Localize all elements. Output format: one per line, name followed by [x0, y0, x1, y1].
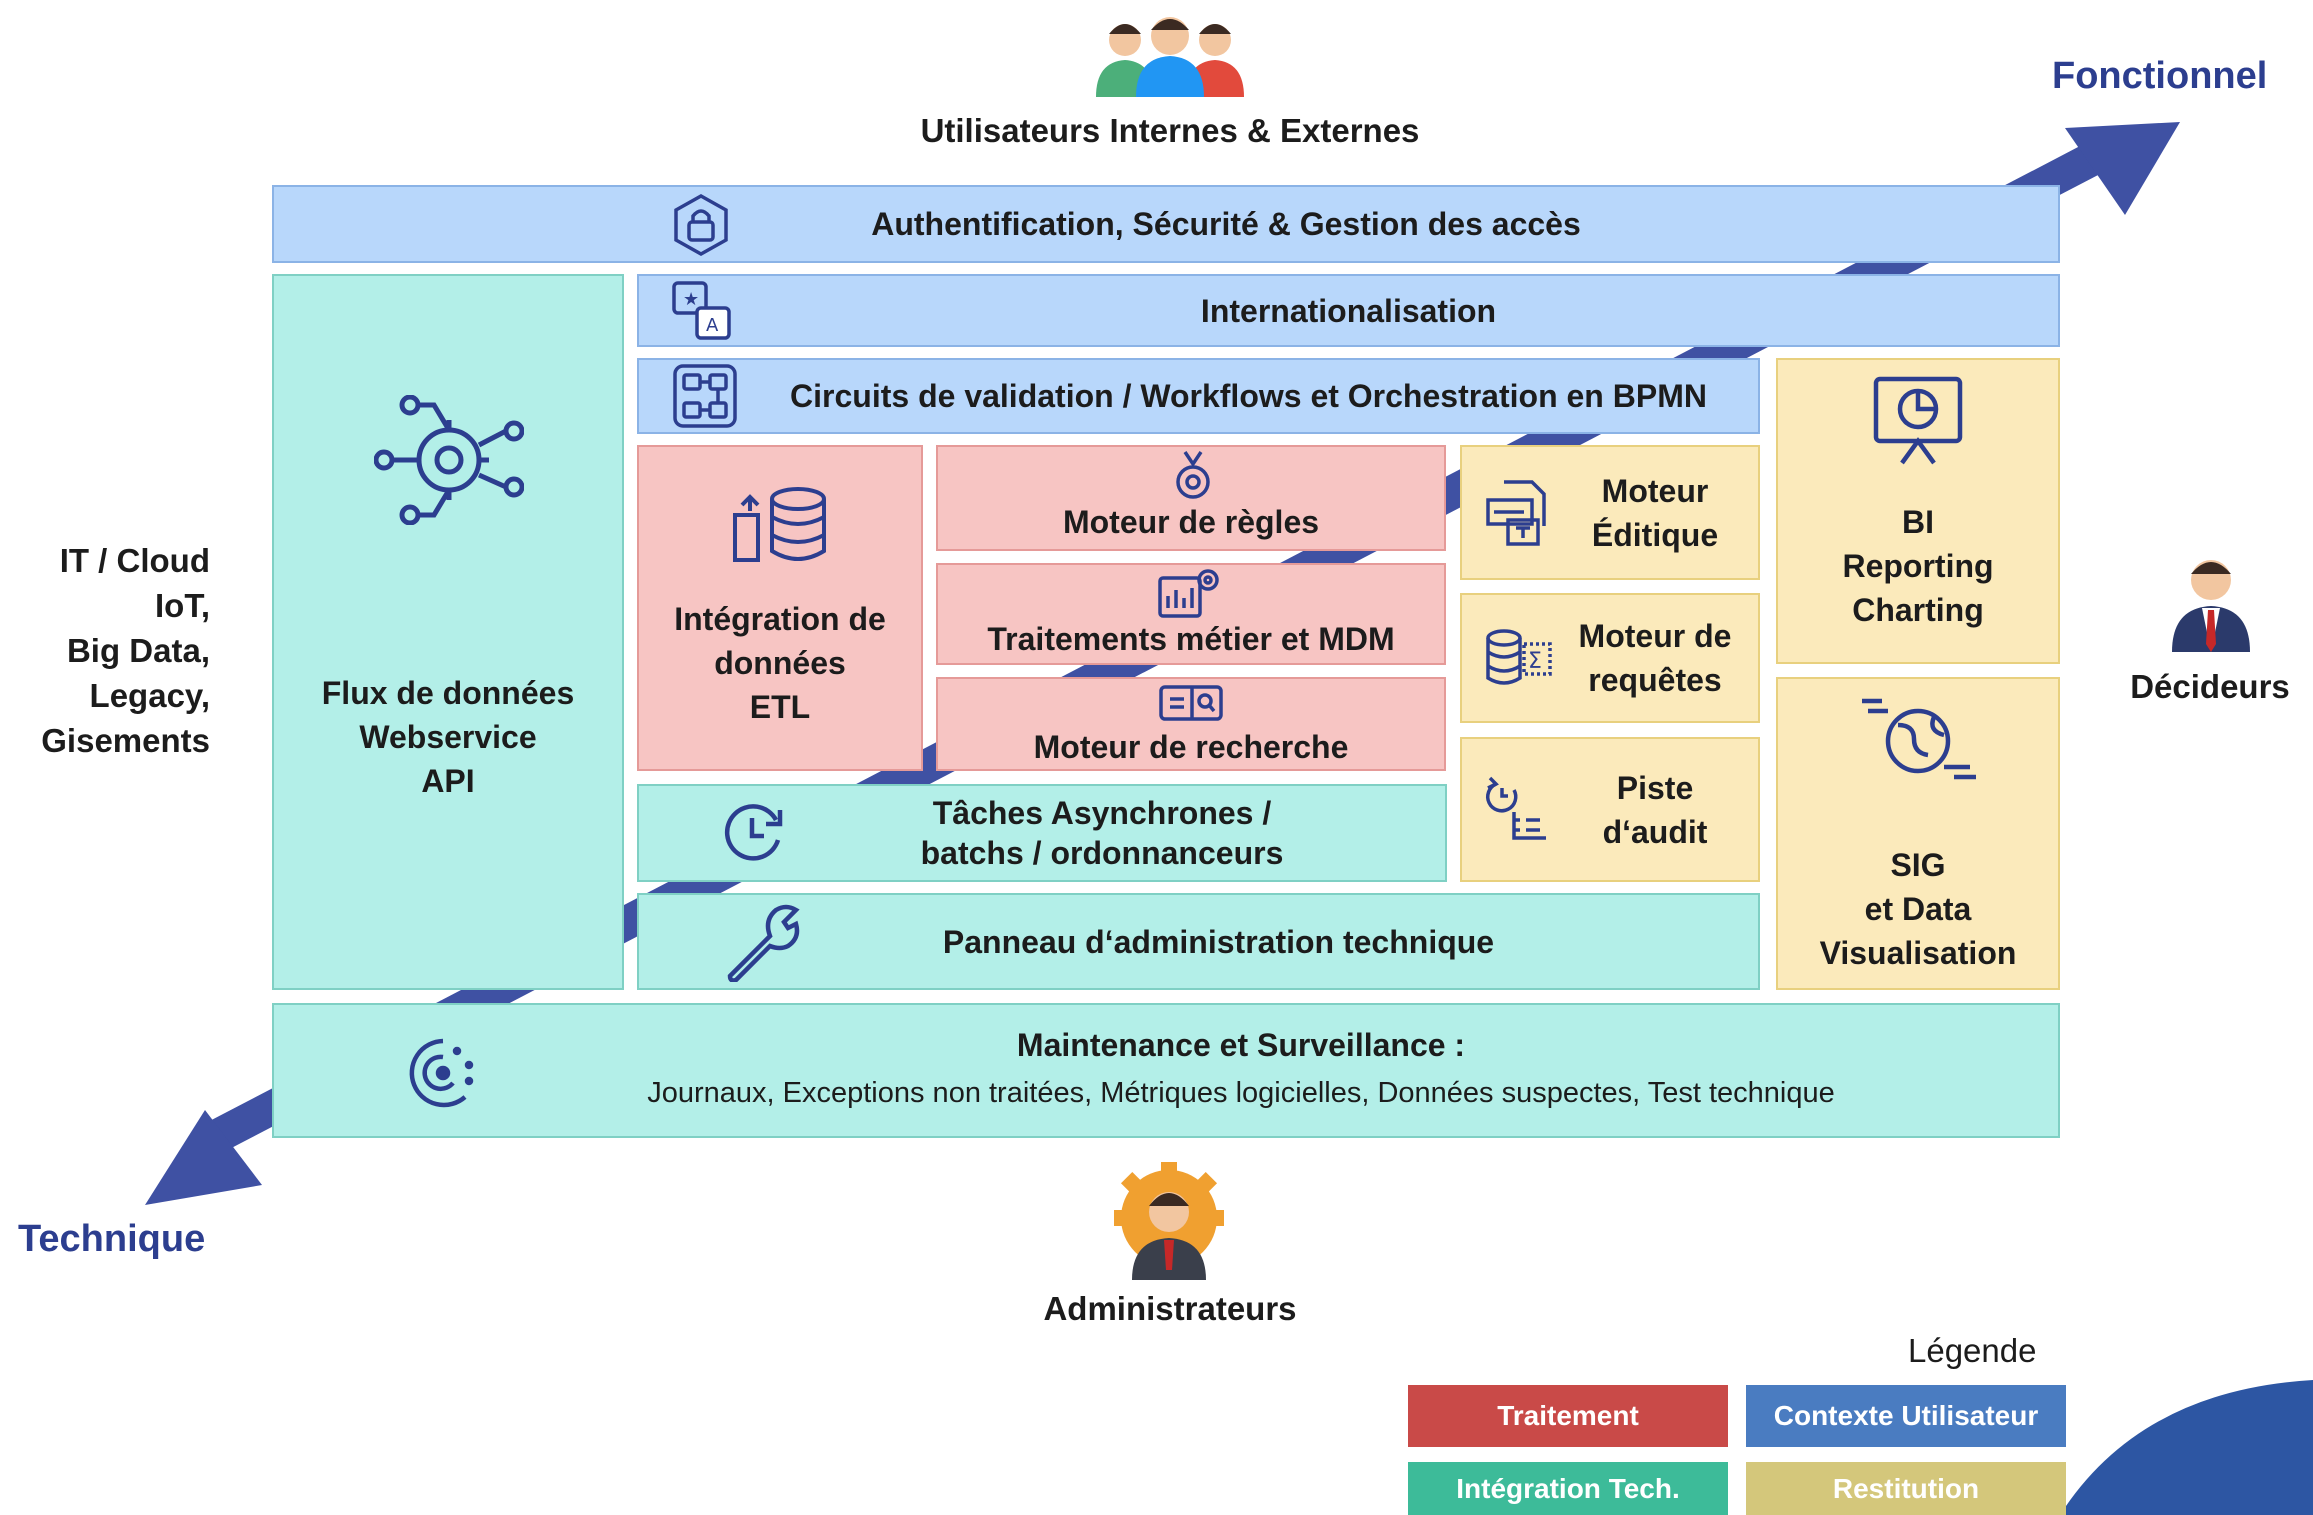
- block-maintenance-detail: Journaux, Exceptions non traitées, Métri…: [647, 1076, 1835, 1109]
- legend-traitement: Traitement: [1408, 1385, 1728, 1447]
- block-query-engine-line: Moteur de: [1578, 618, 1732, 654]
- svg-text:A: A: [706, 315, 719, 336]
- business-chart-icon: [1156, 568, 1222, 620]
- block-business-mdm: Traitements métier et MDM: [936, 563, 1446, 665]
- block-bi-reporting-line: Charting: [1852, 592, 1984, 628]
- actor-decision-makers-label: Décideurs: [2130, 668, 2290, 705]
- source-item: IoT,: [155, 587, 210, 624]
- block-async-tasks-text: Tâches Asynchrones / batchs / ordonnance…: [921, 793, 1284, 873]
- block-internationalisation: Internationalisation: [637, 274, 2060, 347]
- block-audit-trail-line: d‘audit: [1602, 813, 1708, 850]
- svg-text:★: ★: [683, 289, 699, 310]
- source-item: Gisements: [41, 722, 210, 759]
- source-item: Legacy,: [89, 677, 210, 714]
- block-workflow: Circuits de validation / Workflows et Or…: [637, 358, 1760, 434]
- legend-tech-integration: Intégration Tech.: [1408, 1462, 1728, 1515]
- block-authentication: Authentification, Sécurité & Gestion des…: [272, 185, 2060, 263]
- actor-admins-label: Administrateurs: [1043, 1290, 1297, 1327]
- source-item: Big Data,: [66, 632, 210, 669]
- block-etl-text: Intégration de données ETL: [674, 597, 886, 729]
- axis-label-functional: Fonctionnel: [2052, 55, 2268, 97]
- block-editique-line: Éditique: [1591, 516, 1719, 553]
- block-editique-line: Moteur: [1601, 472, 1709, 509]
- block-bi-reporting-line: Reporting: [1842, 548, 1994, 584]
- translate-icon: ★ A: [671, 280, 733, 342]
- block-bi-reporting-line: BI: [1902, 504, 1934, 540]
- decision-maker-icon: [2168, 552, 2254, 652]
- block-etl-line: ETL: [749, 689, 811, 725]
- search-box-icon: [1158, 684, 1224, 722]
- block-gis-dataviz: SIG et Data Visualisation: [1776, 677, 2060, 990]
- block-gis-dataviz-line: et Data: [1864, 890, 1972, 927]
- block-query-engine-line: requêtes: [1588, 662, 1722, 698]
- block-async-tasks-line: Tâches Asynchrones /: [932, 795, 1272, 831]
- admin-gear-icon: [1104, 1160, 1234, 1280]
- block-admin-panel-label: Panneau d‘administration technique: [942, 923, 1495, 960]
- block-editique-text: Moteur Éditique: [1592, 469, 1718, 557]
- block-authentication-label: Authentification, Sécurité & Gestion des…: [871, 206, 1581, 242]
- block-audit-trail-text: Piste d‘audit: [1603, 766, 1708, 854]
- block-audit-trail-line: Piste: [1616, 769, 1694, 806]
- workflow-icon: [672, 363, 738, 429]
- wrench-icon: [722, 902, 802, 982]
- presentation-chart-icon: [1872, 375, 1964, 467]
- database-import-icon: [730, 485, 830, 565]
- block-maintenance-text: Maintenance et Surveillance : Journaux, …: [647, 1023, 1835, 1119]
- block-data-flow-line: Flux de données: [321, 675, 575, 711]
- legend-restitution: Restitution: [1746, 1462, 2066, 1515]
- corner-decoration: [2060, 1380, 2313, 1515]
- block-etl-line: données: [714, 645, 846, 681]
- block-gis-dataviz-line: SIG: [1890, 846, 1946, 883]
- lock-gear-icon: [670, 192, 732, 258]
- database-sum-icon: Σ: [1484, 628, 1554, 688]
- block-search-engine-label: Moteur de recherche: [1033, 729, 1349, 765]
- block-internationalisation-label: Internationalisation: [1200, 292, 1497, 329]
- users-icon: [1090, 12, 1250, 97]
- block-workflow-label: Circuits de validation / Workflows et Or…: [790, 378, 1707, 414]
- document-print-icon: [1484, 478, 1554, 546]
- block-business-mdm-label: Traitements métier et MDM: [987, 621, 1395, 657]
- block-gis-dataviz-text: SIG et Data Visualisation: [1820, 843, 2017, 975]
- actor-users-label: Utilisateurs Internes & Externes: [920, 112, 1420, 149]
- axis-label-technical: Technique: [18, 1218, 206, 1260]
- block-rules-engine-label: Moteur de règles: [1062, 504, 1320, 540]
- block-gis-dataviz-line: Visualisation: [1819, 934, 2017, 971]
- block-bi-reporting-text: BI Reporting Charting: [1842, 500, 1993, 632]
- block-async-tasks: Tâches Asynchrones / batchs / ordonnance…: [637, 784, 1447, 882]
- legend-title: Légende: [1908, 1332, 2037, 1369]
- history-list-icon: [1484, 776, 1554, 842]
- sources-list: IT / Cloud IoT, Big Data, Legacy, Giseme…: [10, 538, 210, 763]
- block-maintenance-title: Maintenance et Surveillance :: [1016, 1026, 1466, 1063]
- clock-icon: [720, 800, 788, 868]
- globe-map-icon: [1858, 695, 1978, 785]
- block-data-flow-line: API: [421, 763, 475, 799]
- source-item: IT / Cloud: [59, 542, 210, 579]
- rules-engine-icon: [1170, 448, 1216, 502]
- block-admin-panel: Panneau d‘administration technique: [637, 893, 1760, 990]
- block-data-flow-line: Webservice: [359, 719, 537, 755]
- block-etl-line: Intégration de: [674, 601, 886, 637]
- svg-text:Σ: Σ: [1528, 649, 1542, 674]
- block-etl: Intégration de données ETL: [637, 445, 923, 771]
- legend-user-context: Contexte Utilisateur: [1746, 1385, 2066, 1447]
- block-data-flow-text: Flux de données Webservice API: [322, 671, 574, 803]
- block-async-tasks-line: batchs / ordonnanceurs: [920, 835, 1284, 871]
- block-maintenance: Maintenance et Surveillance : Journaux, …: [272, 1003, 2060, 1138]
- block-data-flow: Flux de données Webservice API: [272, 274, 624, 990]
- radar-icon: [405, 1035, 481, 1111]
- block-query-engine-text: Moteur de requêtes: [1579, 614, 1732, 702]
- network-gear-icon: [374, 395, 524, 525]
